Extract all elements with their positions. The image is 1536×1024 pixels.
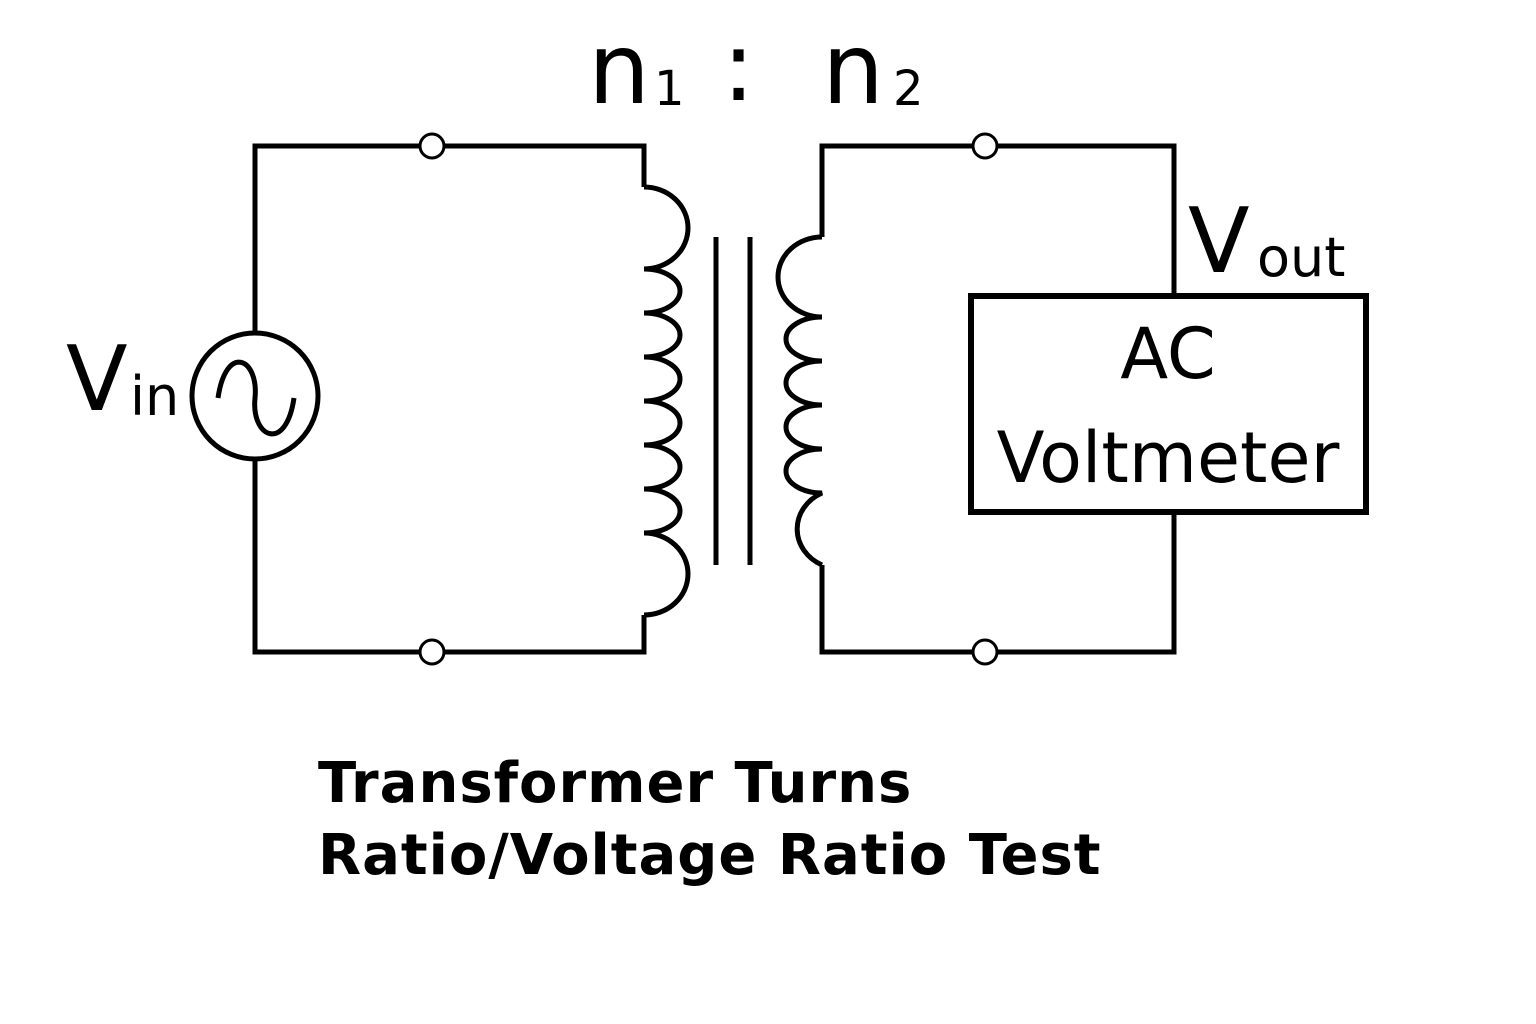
ac-source-icon [189, 330, 321, 462]
terminals [418, 132, 999, 666]
vout-subscript: out [1257, 226, 1345, 289]
turns-ratio-label: n 1 : n 2 [588, 10, 924, 127]
voltmeter-label-line2: Voltmeter [997, 417, 1340, 499]
vout-base: V [1188, 189, 1250, 294]
secondary-top-wire [819, 143, 1177, 296]
terminal-icon [971, 132, 999, 160]
ratio-separator: : [722, 10, 755, 124]
n1-subscript: 1 [654, 61, 685, 117]
primary-circuit-wires [252, 143, 647, 655]
secondary-bottom-wire [819, 512, 1177, 655]
primary-top-wire [252, 143, 647, 333]
n2-subscript: 2 [893, 61, 924, 117]
vin-label: V in [66, 327, 179, 432]
voltmeter-box [968, 293, 1369, 515]
ac-voltmeter: AC Voltmeter [968, 293, 1369, 515]
primary-coil-icon [643, 184, 691, 618]
n1-base: n [588, 13, 650, 127]
iron-core-icon [713, 237, 753, 565]
voltmeter-label-line1: AC [1120, 313, 1216, 395]
secondary-coil-icon [775, 234, 824, 568]
primary-bottom-wire [252, 460, 647, 655]
caption-line-1: Transformer Turns [318, 751, 913, 816]
vin-base: V [66, 327, 128, 432]
vin-subscript: in [130, 365, 179, 428]
caption-line-2: Ratio/Voltage Ratio Test [318, 823, 1102, 888]
diagram-caption: Transformer Turns Ratio/Voltage Ratio Te… [318, 748, 1102, 892]
vout-label: V out [1188, 189, 1345, 294]
terminal-icon [418, 132, 446, 160]
terminal-icon [418, 638, 446, 666]
n2-base: n [822, 13, 884, 127]
terminal-icon [971, 638, 999, 666]
